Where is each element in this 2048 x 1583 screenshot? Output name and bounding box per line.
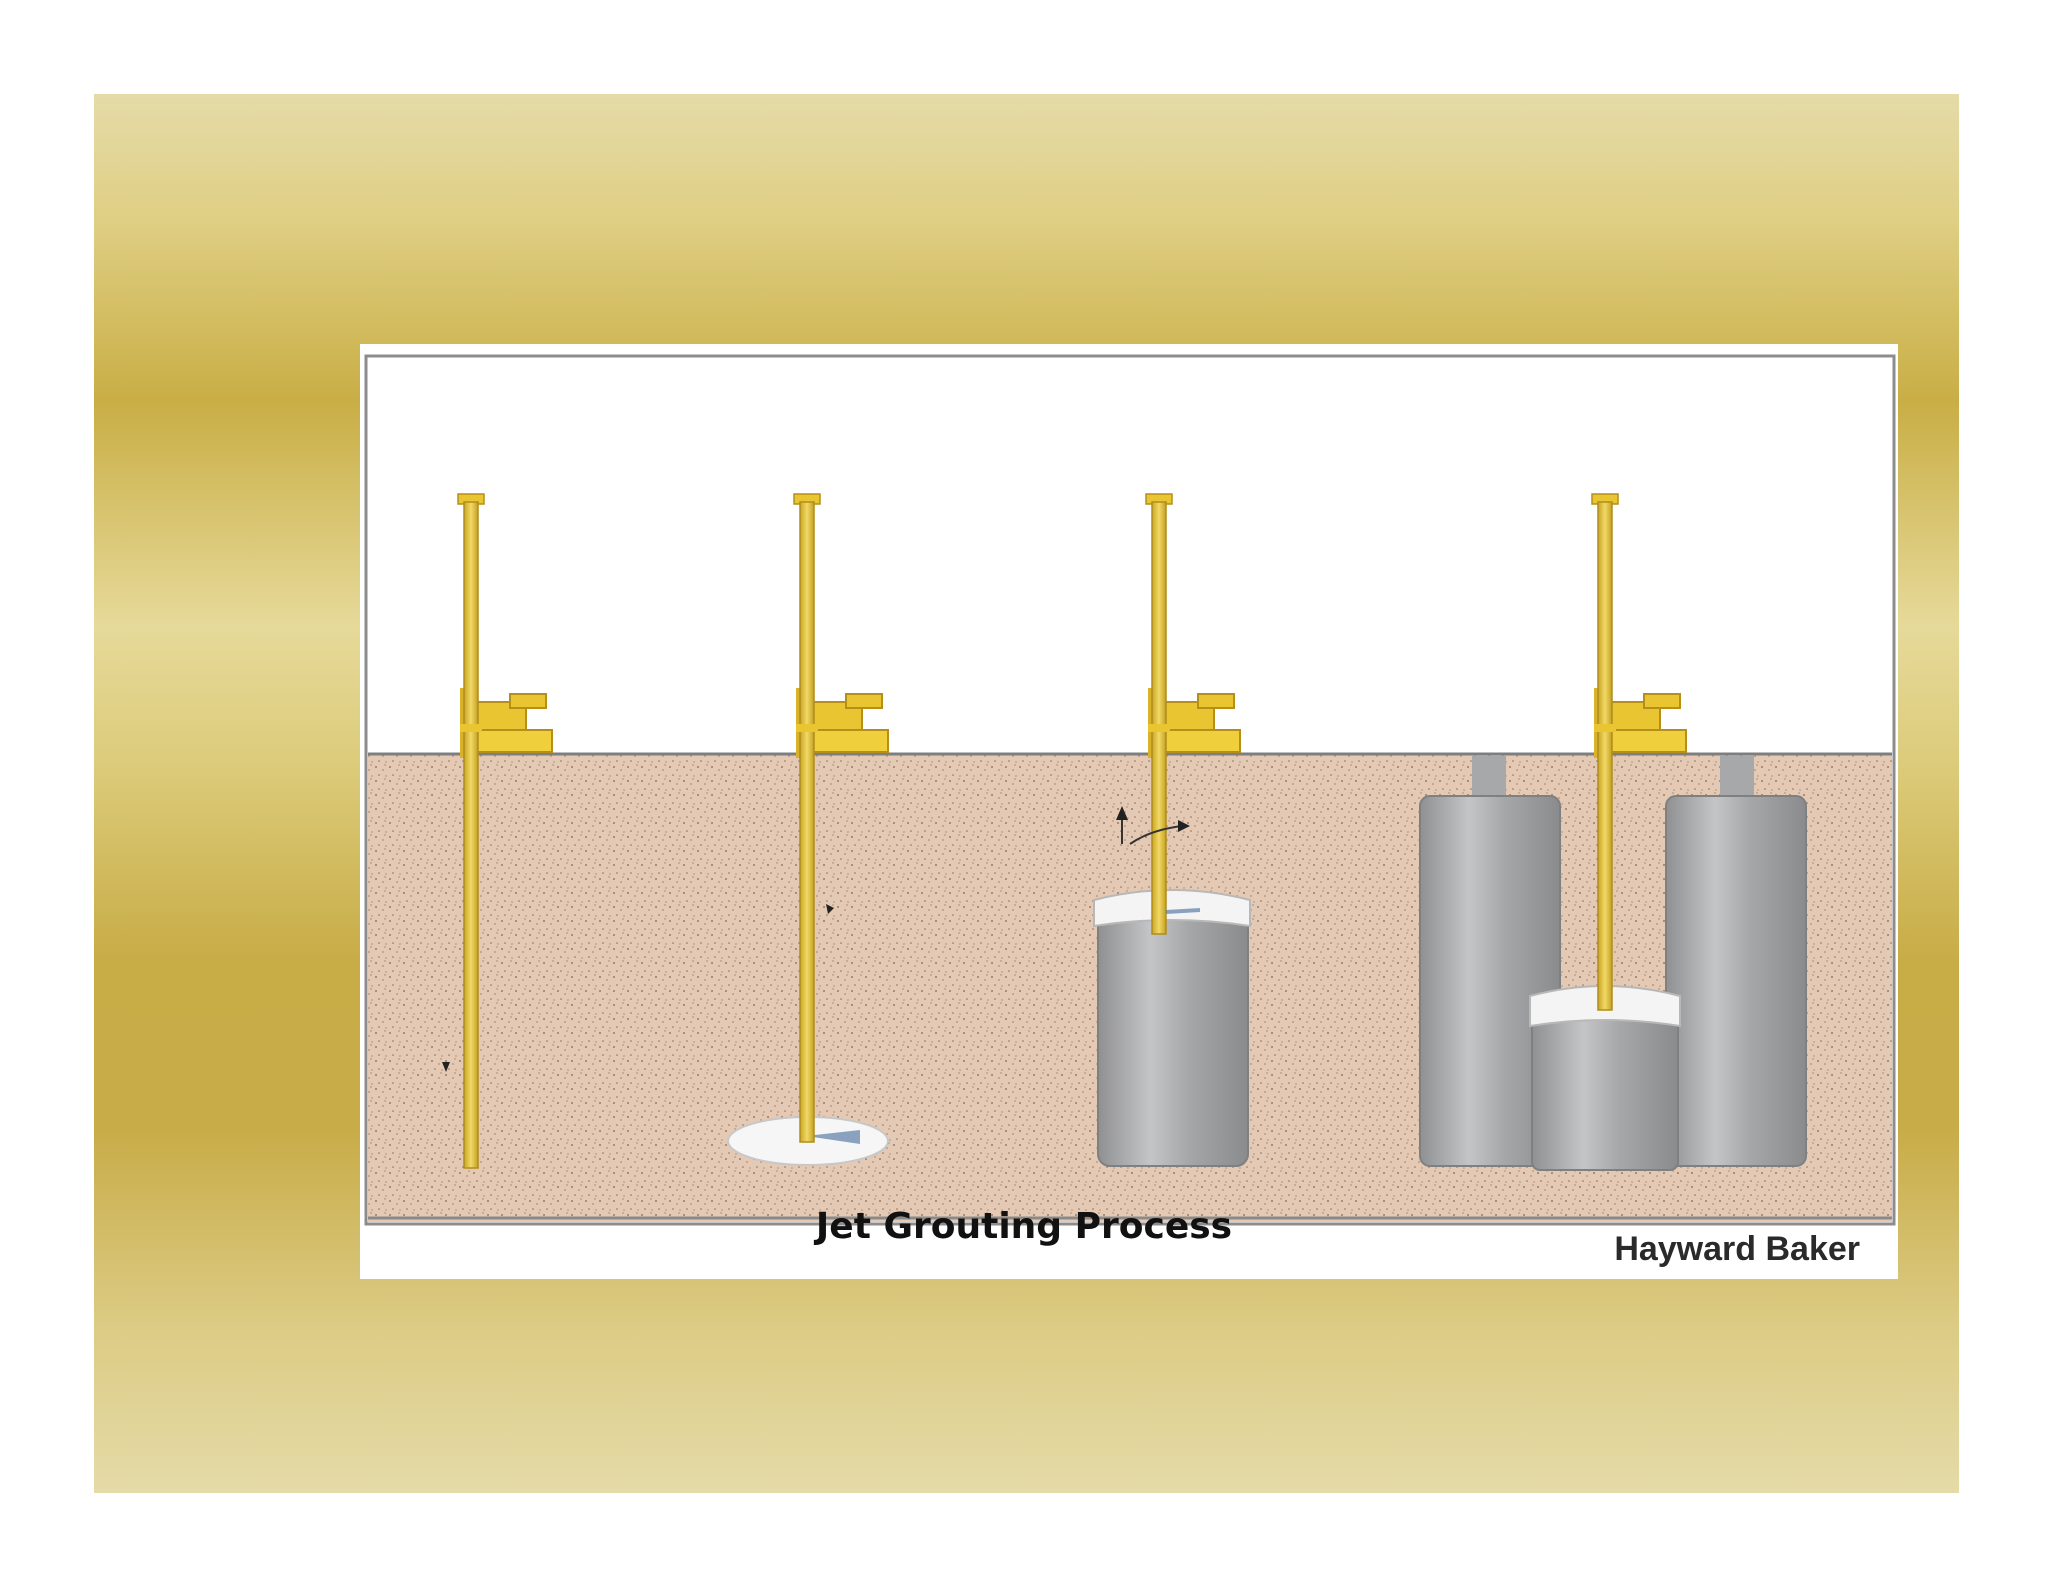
step4-completed-column-left — [1419, 756, 1561, 1167]
step4-drill-rod — [1591, 493, 1619, 1011]
diagram-frame: Hayward Baker — [360, 344, 1898, 1279]
jet-grouting-diagram: Hayward Baker — [364, 354, 1896, 1268]
step1-drill-rod — [442, 493, 485, 1169]
credit-label: Hayward Baker — [1614, 1230, 1860, 1268]
slide-background: Hayward Baker — [94, 94, 1959, 1493]
step3-drill-rod — [1145, 493, 1201, 935]
step2-drill-rod — [793, 493, 834, 1143]
step4-new-column — [1529, 985, 1681, 1171]
step3-lift-rotate-arrows — [1116, 806, 1190, 845]
figure-caption: Jet Grouting Process — [815, 1206, 1233, 1247]
sky-area — [368, 358, 1892, 753]
step4-completed-column-right — [1665, 756, 1807, 1167]
step3-partial-column — [1093, 889, 1251, 1167]
